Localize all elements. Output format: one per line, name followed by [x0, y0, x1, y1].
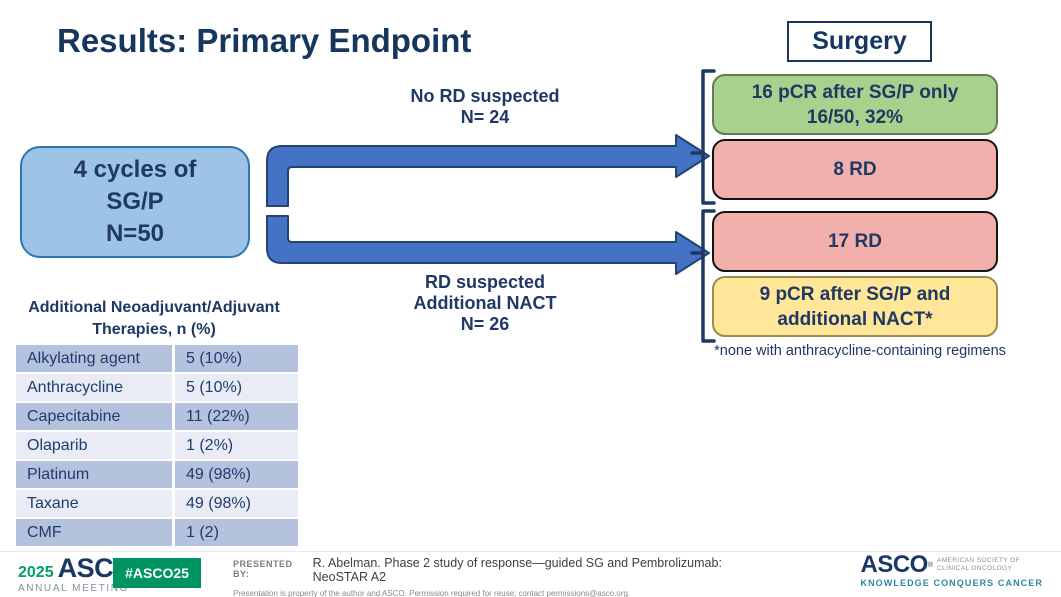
footnote: *none with anthracycline-containing regi…	[714, 343, 1006, 359]
therapy-value: 49 (98%)	[175, 461, 298, 488]
therapy-name: CMF	[16, 519, 172, 546]
bottom-path-label-line: Additional NACT	[413, 293, 557, 313]
bottom-path-label-line: N= 26	[460, 314, 510, 334]
table-title-line: Additional Neoadjuvant/Adjuvant	[28, 299, 280, 316]
top-path-label-line: N= 24	[460, 107, 510, 127]
presented-by-text: R. Abelman. Phase 2 study of response—gu…	[312, 556, 722, 584]
therapy-name: Anthracycline	[16, 374, 172, 401]
therapy-name: Olaparib	[16, 432, 172, 459]
therapy-name: Capecitabine	[16, 403, 172, 430]
society-name: AMERICAN SOCIETY OF CLINICAL ONCOLOGY	[937, 557, 1020, 573]
table-row: Anthracycline 5 (10%)	[16, 374, 298, 401]
presented-by-block: PRESENTED BY: R. Abelman. Phase 2 study …	[233, 556, 773, 597]
start-box-line: N=50	[105, 220, 165, 247]
table-title-line: Therapies, n (%)	[92, 321, 216, 338]
table-row: Olaparib 1 (2%)	[16, 432, 298, 459]
therapy-value: 5 (10%)	[175, 345, 298, 372]
start-box: 4 cycles of SG/P N=50	[20, 146, 250, 258]
top-bracket	[690, 69, 716, 205]
therapy-name: Platinum	[16, 461, 172, 488]
start-box-line: 4 cycles of	[73, 156, 197, 183]
outcome-box-17-rd: 17 RD	[712, 211, 998, 272]
outcome-line: 16/50, 32%	[806, 106, 904, 128]
therapy-table: Alkylating agent 5 (10%) Anthracycline 5…	[16, 345, 298, 548]
presented-by-label: PRESENTED BY:	[233, 559, 293, 579]
society-name-line: AMERICAN SOCIETY OF	[937, 557, 1020, 564]
page-title: Results: Primary Endpoint	[57, 22, 472, 59]
outcome-line: 9 pCR after SG/P and	[759, 283, 951, 305]
therapy-name: Taxane	[16, 490, 172, 517]
top-path-label-line: No RD suspected	[410, 86, 560, 106]
top-arrow	[266, 134, 710, 207]
table-row: CMF 1 (2)	[16, 519, 298, 546]
therapy-value: 11 (22%)	[175, 403, 298, 430]
bottom-path-label: RD suspected Additional NACT N= 26	[325, 272, 645, 335]
society-name-line: CLINICAL ONCOLOGY	[937, 565, 1013, 572]
bottom-bracket	[690, 209, 716, 343]
logo-asco-wordmark: ASCO	[860, 551, 928, 578]
bottom-arrow	[266, 215, 710, 275]
outcome-line: 17 RD	[828, 231, 882, 252]
table-title: Additional Neoadjuvant/Adjuvant Therapie…	[4, 297, 304, 341]
outcome-box-8-rd: 8 RD	[712, 139, 998, 200]
outcome-box-pcr-sgp-only: 16 pCR after SG/P only 16/50, 32%	[712, 74, 998, 135]
surgery-box: Surgery	[787, 21, 932, 62]
hashtag-badge: #ASCO25	[113, 558, 201, 588]
table-row: Alkylating agent 5 (10%)	[16, 345, 298, 372]
logo-annual-meeting: ANNUAL MEETING	[18, 583, 129, 594]
logo-tagline: KNOWLEDGE CONQUERS CANCER	[860, 578, 1043, 588]
table-row: Capecitabine 11 (22%)	[16, 403, 298, 430]
therapy-value: 1 (2)	[175, 519, 298, 546]
disclaimer-text: Presentation is property of the author a…	[233, 589, 631, 597]
hashtag-label: #ASCO25	[125, 565, 189, 581]
therapy-name: Alkylating agent	[16, 345, 172, 372]
surgery-label: Surgery	[812, 27, 907, 55]
asco-society-logo: ASCO ® AMERICAN SOCIETY OF CLINICAL ONCO…	[860, 551, 1043, 589]
outcome-line: 8 RD	[833, 159, 877, 180]
table-row: Platinum 49 (98%)	[16, 461, 298, 488]
registered-mark: ®	[927, 561, 933, 569]
table-row: Taxane 49 (98%)	[16, 490, 298, 517]
outcome-line: additional NACT*	[777, 308, 933, 330]
start-box-line: SG/P	[106, 188, 164, 215]
therapy-value: 5 (10%)	[175, 374, 298, 401]
top-path-label: No RD suspected N= 24	[325, 86, 645, 128]
bottom-path-label-line: RD suspected	[424, 272, 546, 292]
therapy-value: 49 (98%)	[175, 490, 298, 517]
outcome-line: 16 pCR after SG/P only	[751, 81, 959, 103]
therapy-value: 1 (2%)	[175, 432, 298, 459]
logo-year: 2025	[18, 564, 54, 581]
outcome-box-pcr-nact: 9 pCR after SG/P and additional NACT*	[712, 276, 998, 337]
